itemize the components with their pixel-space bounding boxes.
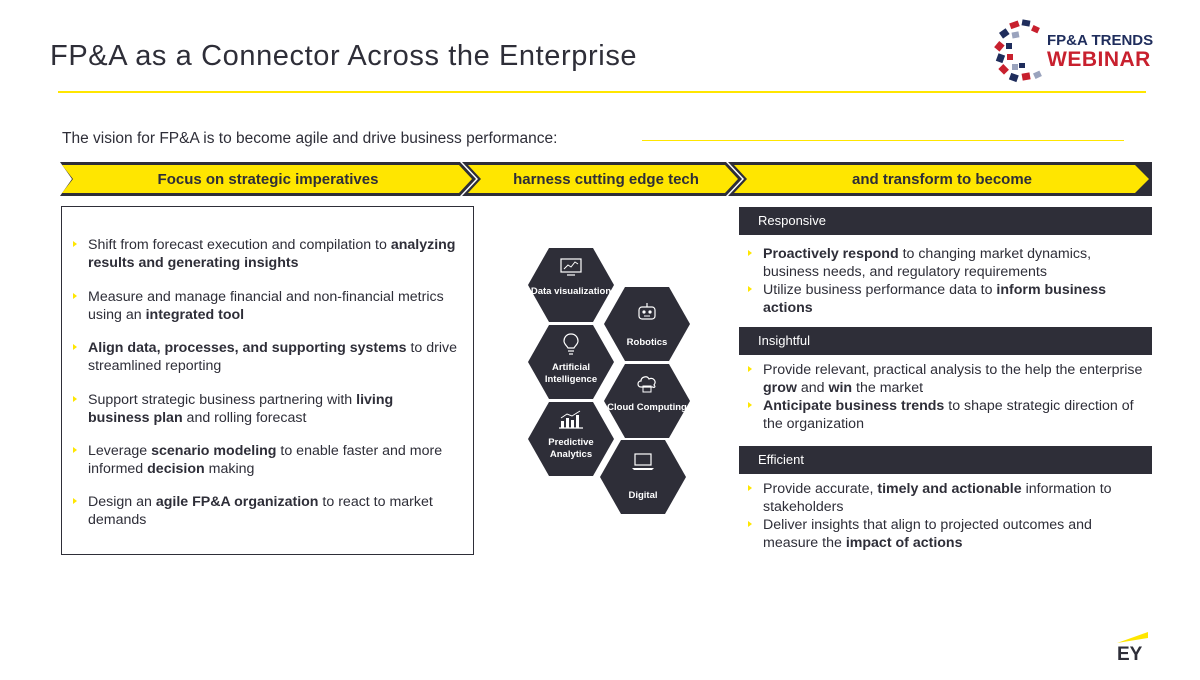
imperative-text: Shift from forecast execution and compil… bbox=[88, 237, 456, 271]
tech-label: Digital bbox=[628, 490, 658, 501]
tech-hex-robotics: Robotics bbox=[604, 287, 690, 361]
outcome-text: Proactively respond to changing market d… bbox=[763, 246, 1092, 280]
tech-hex-digital: Digital bbox=[600, 440, 686, 514]
imperatives-box: Shift from forecast execution and compil… bbox=[61, 206, 474, 555]
banner-step-imperatives: Focus on strategic imperatives bbox=[157, 170, 379, 188]
tech-hex-cloud-computing: Cloud Computing bbox=[604, 364, 690, 438]
chart-screen-icon bbox=[560, 258, 582, 276]
tech-label: Cloud Computing bbox=[607, 402, 687, 413]
tech-hex-artificial-intelligence: Artificial Intelligence bbox=[528, 325, 614, 399]
tech-label: Artificial Intelligence bbox=[544, 362, 598, 385]
lightbulb-icon bbox=[563, 333, 579, 355]
outcome-text: Utilize business performance data to inf… bbox=[763, 282, 1107, 316]
bullet-arrow-icon bbox=[73, 396, 77, 402]
banner-step-tech: harness cutting edge tech bbox=[513, 170, 699, 188]
imperative-text: Design an agile FP&A organization to rea… bbox=[88, 494, 433, 528]
outcome-text: Provide relevant, practical analysis to … bbox=[763, 362, 1143, 396]
outcome-heading-efficient: Efficient bbox=[739, 446, 1152, 474]
bullet-arrow-icon bbox=[73, 498, 77, 504]
bullet-arrow-icon bbox=[748, 402, 752, 408]
bullet-arrow-icon bbox=[748, 485, 752, 491]
outcome-heading-responsive: Responsive bbox=[739, 207, 1152, 235]
fpa-trends-webinar-logo: FP&A TRENDS WEBINAR bbox=[992, 18, 1167, 86]
outcome-text: Anticipate business trends to shape stra… bbox=[763, 398, 1134, 432]
banner-step-transform: and transform to become bbox=[851, 170, 1033, 188]
bullet-arrow-icon bbox=[748, 366, 752, 372]
chevron-banner-shapes bbox=[60, 162, 1152, 196]
outcome-text: Deliver insights that align to projected… bbox=[763, 517, 1092, 551]
tech-hex-data-visualization: Data visualization bbox=[528, 248, 614, 322]
logo-line-1: FP&A TRENDS bbox=[1047, 32, 1154, 49]
bullet-arrow-icon bbox=[73, 344, 77, 350]
ey-beam-icon bbox=[1117, 632, 1148, 643]
imperative-text: Align data, processes, and supporting sy… bbox=[88, 340, 457, 374]
tech-label: Predictive Analytics bbox=[548, 437, 594, 460]
tech-label: Robotics bbox=[626, 337, 668, 348]
imperative-text: Support strategic business partnering wi… bbox=[88, 392, 394, 426]
title-divider bbox=[58, 91, 1146, 93]
logo-mosaic-icon bbox=[994, 19, 1042, 83]
cloud-icon bbox=[637, 376, 656, 393]
tech-label: Data visualization bbox=[530, 286, 612, 297]
bullet-arrow-icon bbox=[748, 250, 752, 256]
tech-hex-predictive-analytics: Predictive Analytics bbox=[528, 402, 614, 476]
imperative-text: Leverage scenario modeling to enable fas… bbox=[88, 443, 443, 477]
vision-statement: The vision for FP&A is to become agile a… bbox=[62, 130, 558, 147]
outcome-heading-insightful: Insightful bbox=[739, 327, 1152, 355]
chevron-banner: Focus on strategic imperatives harness c… bbox=[60, 162, 1152, 196]
outcome-text: Provide accurate, timely and actionable … bbox=[763, 481, 1112, 515]
bullet-arrow-icon bbox=[748, 286, 752, 292]
laptop-icon bbox=[632, 453, 654, 470]
bullet-arrow-icon bbox=[73, 447, 77, 453]
robot-icon bbox=[638, 303, 656, 320]
ey-logo: EY bbox=[1115, 630, 1150, 666]
bullet-arrow-icon bbox=[73, 241, 77, 247]
logo-line-2: WEBINAR bbox=[1047, 48, 1151, 71]
bar-trend-icon bbox=[559, 410, 583, 429]
imperative-text: Measure and manage financial and non-fin… bbox=[88, 289, 444, 323]
bullet-arrow-icon bbox=[73, 293, 77, 299]
vision-divider bbox=[642, 140, 1124, 141]
bullet-arrow-icon bbox=[748, 521, 752, 527]
page-title: FP&A as a Connector Across the Enterpris… bbox=[50, 40, 638, 72]
ey-logo-text: EY bbox=[1117, 644, 1143, 665]
